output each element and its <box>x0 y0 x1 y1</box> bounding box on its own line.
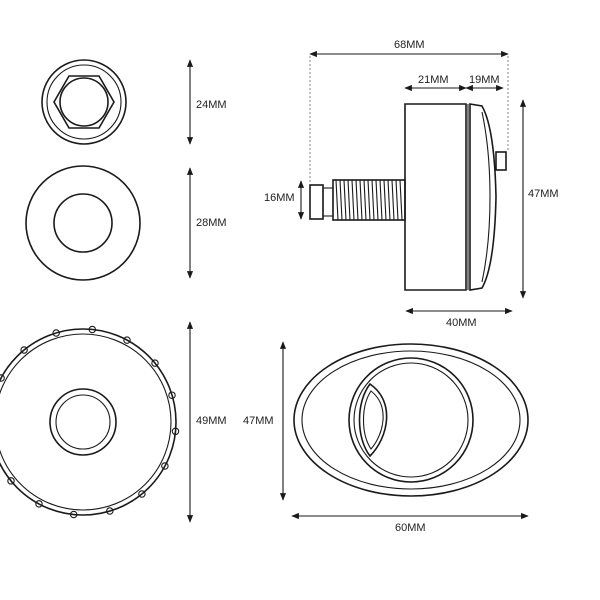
button-nub <box>495 151 507 171</box>
thread-line <box>339 179 343 221</box>
dimension-label-side-height: 47MM <box>528 188 559 200</box>
dimension-label-cap-depth: 19MM <box>469 74 500 86</box>
dimension-cap-depth: 19MM <box>465 74 504 92</box>
hex-nut-view <box>41 59 127 145</box>
washer-view <box>25 165 141 281</box>
knurl-bump <box>0 374 5 382</box>
knurl-bump <box>138 490 146 498</box>
side-view <box>309 103 507 291</box>
dimension-base-height: 49MM <box>186 321 227 523</box>
thread-line <box>387 179 391 221</box>
body-block <box>404 103 467 291</box>
dimension-washer-height: 28MM <box>186 167 227 279</box>
thread-line <box>383 179 387 221</box>
thread-line <box>391 179 395 221</box>
thread-line <box>371 179 375 221</box>
thread-line <box>375 179 379 221</box>
knurl-bump <box>52 329 60 337</box>
oval-plate <box>293 343 529 497</box>
knurled-base-view <box>0 325 180 519</box>
knurl-bump <box>168 391 176 399</box>
dimension-label-side-width: 40MM <box>446 317 477 329</box>
thread-line <box>379 179 383 221</box>
dimension-label-front-width: 60MM <box>395 522 426 534</box>
dimension-label-front-height: 47MM <box>243 415 274 427</box>
knurl-bump <box>106 507 114 515</box>
knurl-bump <box>7 477 15 485</box>
half-flush-button <box>358 382 388 458</box>
knurl-bump <box>35 500 43 508</box>
knurl-bump <box>151 359 159 367</box>
dimension-side-height: 47MM <box>519 99 559 299</box>
thread-line <box>355 179 359 221</box>
thread-line <box>351 179 355 221</box>
dimension-nut-height: 24MM <box>186 59 227 145</box>
thread-line <box>335 179 339 221</box>
thread-line <box>347 179 351 221</box>
stem-nut <box>309 184 324 220</box>
dimension-label-nut: 24MM <box>196 99 227 111</box>
thread-line <box>363 179 367 221</box>
dimension-label-stem: 16MM <box>264 192 295 204</box>
stem-threads <box>335 179 403 221</box>
thread-line <box>395 179 399 221</box>
dimension-body-depth: 21MM <box>404 74 467 92</box>
dimension-side-width: 40MM <box>405 307 513 329</box>
knurl-bump <box>161 462 169 470</box>
knurl-bump <box>20 346 28 354</box>
front-view <box>293 343 529 497</box>
dimension-front-width: 60MM <box>291 512 529 534</box>
knurl-bump <box>123 336 131 344</box>
dimension-label-body-depth: 21MM <box>418 74 449 86</box>
dimension-label-total-length: 68MM <box>394 39 425 51</box>
thread-line <box>399 179 403 221</box>
cap-dome <box>469 103 497 291</box>
thread-line <box>343 179 347 221</box>
flush-button-ring <box>348 357 474 483</box>
thread-line <box>367 179 371 221</box>
dimension-stem-diameter: 16MM <box>264 180 305 220</box>
dimension-total-length: 68MM <box>309 39 509 184</box>
dimension-label-base: 49MM <box>196 415 227 427</box>
thread-line <box>359 179 363 221</box>
dimension-front-height: 47MM <box>243 341 287 501</box>
knurl-bumps <box>0 325 180 519</box>
dimension-label-washer: 28MM <box>196 217 227 229</box>
